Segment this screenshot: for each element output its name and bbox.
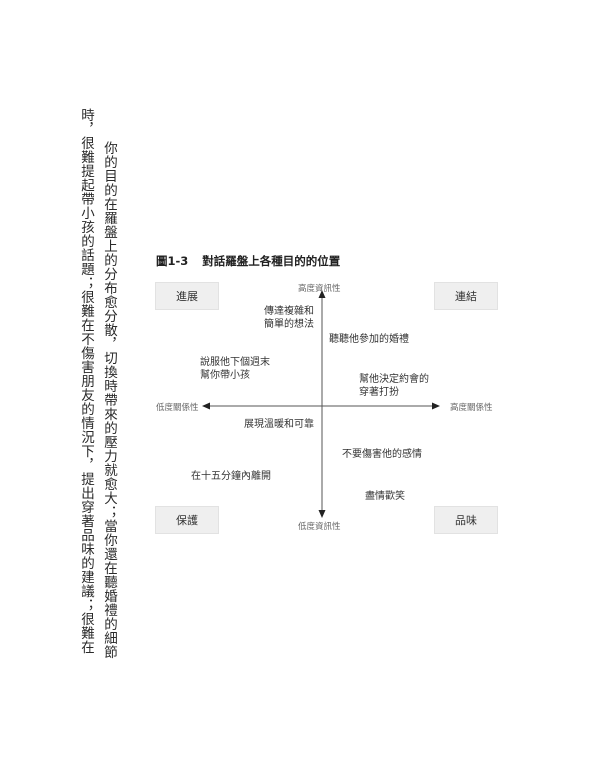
axis-label-high-relational: 高度關係性 <box>450 403 493 413</box>
compass-item-line: 傳達複雜和 <box>264 306 314 317</box>
vertical-text-column-right: 你的目的在羅盤上的分布愈分散，切換時帶來的壓力就愈大；當你還在聽婚禮的細節 <box>101 141 117 659</box>
arrow-right-icon <box>432 402 440 410</box>
compass-item: 傳達複雜和 簡單的想法 <box>264 305 314 331</box>
quadrant-box-progress: 進展 <box>155 282 219 310</box>
arrow-up-icon <box>318 290 326 298</box>
compass-item: 聽聽他參加的婚禮 <box>329 333 409 346</box>
vertical-text-column-left: 時，很難提起帶小孩的話題；很難在不傷害朋友的情況下，提出穿著品味的建議；很難在 <box>78 108 94 654</box>
arrow-down-icon <box>318 510 326 518</box>
compass-item-line: 不要傷害他的感情 <box>342 449 422 460</box>
axis-label-low-informational: 低度資訊性 <box>298 522 341 532</box>
compass-item-line: 盡情歡笑 <box>365 491 405 502</box>
compass-item-line: 幫他決定約會的 <box>359 374 429 385</box>
axis-label-low-relational: 低度關係性 <box>156 403 199 413</box>
compass-item-line: 穿著打扮 <box>359 387 399 398</box>
compass-item-line: 說服他下個週末 <box>200 357 270 368</box>
figure-number: 圖1-3 <box>156 254 189 268</box>
compass-item-line: 幫你帶小孩 <box>200 370 250 381</box>
figure-caption: 圖1-3 對話羅盤上各種目的的位置 <box>156 253 340 269</box>
quadrant-box-protection: 保護 <box>155 506 219 534</box>
compass-item: 展現溫暖和可靠 <box>244 418 314 431</box>
compass-item: 盡情歡笑 <box>365 490 405 503</box>
quadrant-box-taste: 品味 <box>434 506 498 534</box>
compass-item-line: 簡單的想法 <box>264 319 314 330</box>
compass-item-line: 聽聽他參加的婚禮 <box>329 334 409 345</box>
compass-item: 不要傷害他的感情 <box>342 448 422 461</box>
compass-item: 說服他下個週末 幫你帶小孩 <box>200 356 270 382</box>
quadrant-box-connection: 連結 <box>434 282 498 310</box>
compass-item: 在十五分鐘內離開 <box>191 470 271 483</box>
arrow-left-icon <box>202 402 210 410</box>
figure-title: 對話羅盤上各種目的的位置 <box>202 254 341 268</box>
compass-item-line: 展現溫暖和可靠 <box>244 419 314 430</box>
compass-item: 幫他決定約會的 穿著打扮 <box>359 373 429 399</box>
axis-label-high-informational: 高度資訊性 <box>298 284 341 294</box>
compass-item-line: 在十五分鐘內離開 <box>191 471 271 482</box>
